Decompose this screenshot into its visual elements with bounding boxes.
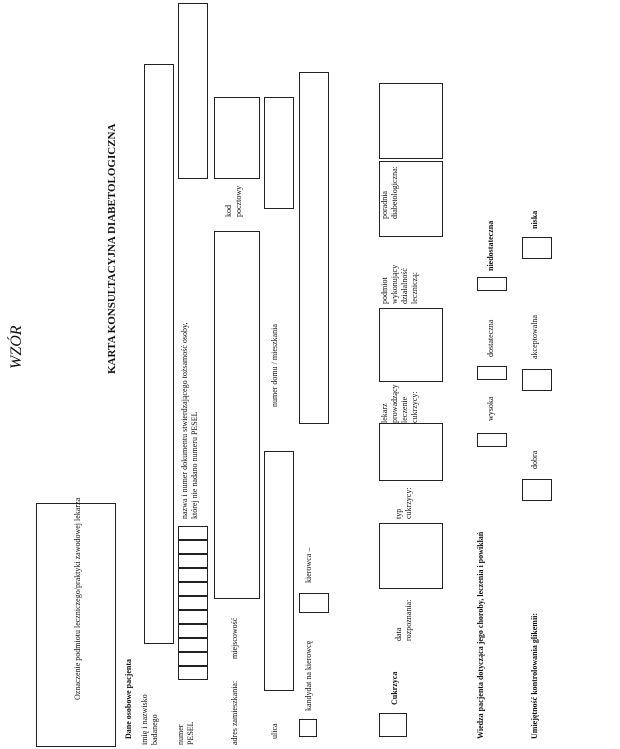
clinic-label: poradnia diabetologiczna: xyxy=(380,166,399,219)
glycemia-option-low-label: niska xyxy=(530,210,539,229)
pesel-digit-cell[interactable] xyxy=(178,638,208,652)
treating-doctor-field[interactable] xyxy=(379,308,443,382)
stamp-box-label: Oznaczenie podmiotu leczniczego/praktyki… xyxy=(73,497,82,700)
facility-label: podmiot wykonujący działalność leczniczą… xyxy=(380,264,419,304)
house-number-label: numer domu / mieszkania xyxy=(270,324,279,407)
driver-label: kierowca – xyxy=(304,547,313,583)
treating-doctor-label: lekarz prowadzący leczenie cukrzycy: xyxy=(380,384,419,423)
house-number-field[interactable] xyxy=(264,97,294,209)
pesel-digit-cell[interactable] xyxy=(178,610,208,624)
postal-code-field[interactable] xyxy=(214,97,260,179)
pesel-digit-cell[interactable] xyxy=(178,582,208,596)
pesel-label: numer PESEL xyxy=(176,721,195,745)
glycemia-option-good-checkbox[interactable] xyxy=(522,479,552,501)
knowledge-option-sufficient-label: dostateczna xyxy=(486,319,495,357)
pesel-digit-cell[interactable] xyxy=(178,568,208,582)
address-label: adres zamieszkania: xyxy=(230,680,239,745)
street-label: ulica xyxy=(270,723,279,739)
diabetes-checkbox[interactable] xyxy=(379,713,407,737)
knowledge-option-insufficient-checkbox[interactable] xyxy=(477,277,507,291)
stamp-box: Oznaczenie podmiotu leczniczego/praktyki… xyxy=(36,498,116,747)
name-field[interactable] xyxy=(144,64,174,644)
candidate-driver-checkbox[interactable] xyxy=(299,719,317,737)
glycemia-option-acceptable-checkbox[interactable] xyxy=(522,369,552,391)
pesel-digit-cell[interactable] xyxy=(178,554,208,568)
id-document-label: nazwa i numer dokumentu stwierdzającego … xyxy=(180,322,199,519)
diabetes-heading: Cukrzyca xyxy=(390,671,399,705)
diagnosis-date-label: data rozpoznania: xyxy=(394,599,413,641)
pesel-digit-cell[interactable] xyxy=(178,652,208,666)
candidate-driver-label: kandydat na kierowcę xyxy=(304,640,313,711)
glycemia-option-low-checkbox[interactable] xyxy=(522,237,552,259)
id-document-field[interactable] xyxy=(178,3,208,179)
pesel-digit-cell[interactable] xyxy=(178,526,208,540)
city-label: miejscowość xyxy=(230,617,239,659)
knowledge-option-high-checkbox[interactable] xyxy=(477,433,507,447)
form-title: KARTA KONSULTACYJNA DIABETOLOGICZNA xyxy=(106,123,118,374)
personal-data-heading: Dane osobowe pacjenta xyxy=(124,659,133,739)
diagnosis-date-field[interactable] xyxy=(379,523,443,589)
knowledge-label: Wiedza pacjenta dotycząca jego choroby, … xyxy=(476,531,485,739)
pesel-field[interactable] xyxy=(178,526,208,680)
driver-details-field[interactable] xyxy=(299,72,329,424)
pesel-digit-cell[interactable] xyxy=(178,540,208,554)
clinic-field[interactable] xyxy=(379,83,443,159)
knowledge-option-sufficient-checkbox[interactable] xyxy=(477,366,507,380)
street-field[interactable] xyxy=(264,451,294,691)
type-field[interactable] xyxy=(379,423,443,481)
glycemia-option-acceptable-label: akceptowalna xyxy=(530,315,539,359)
knowledge-option-high-label: wysoka xyxy=(486,396,495,421)
watermark-text: WZÓR xyxy=(8,325,25,369)
city-field[interactable] xyxy=(214,231,260,599)
type-label: typ cukrzycy: xyxy=(394,487,413,519)
driver-checkbox[interactable] xyxy=(299,593,329,613)
name-label: imię i nazwisko badanego xyxy=(140,694,159,745)
pesel-digit-cell[interactable] xyxy=(178,596,208,610)
postal-code-label: kod pocztowy xyxy=(224,185,243,217)
glycemia-option-good-label: dobra xyxy=(530,450,539,469)
pesel-digit-cell[interactable] xyxy=(178,666,208,680)
glycemia-label: Umiejętność kontrolowania glikemii: xyxy=(530,612,539,739)
pesel-digit-cell[interactable] xyxy=(178,624,208,638)
knowledge-option-insufficient-label: niedostateczna xyxy=(486,220,495,271)
